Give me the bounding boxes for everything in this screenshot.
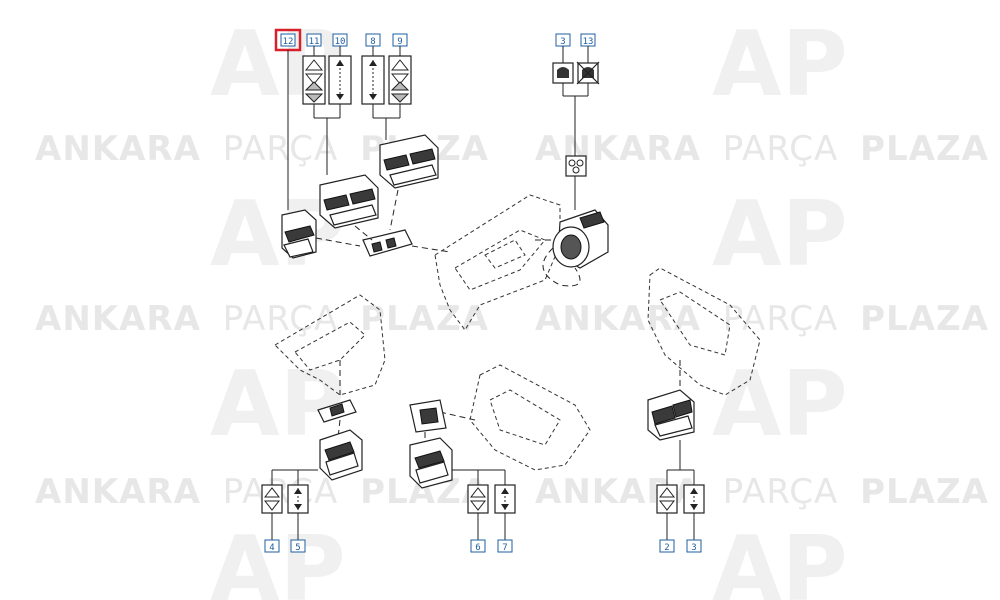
svg-text:12: 12 [283, 37, 294, 47]
svg-text:AP: AP [712, 182, 848, 287]
svg-text:7: 7 [502, 543, 507, 553]
svg-text:11: 11 [309, 37, 320, 47]
window-switch-symbol [656, 484, 705, 514]
svg-text:6: 6 [475, 543, 480, 553]
single-window-switch [319, 429, 363, 481]
watermark-text: ANKARA PARÇA PLAZA [535, 129, 989, 169]
window-switch-symbol [302, 46, 352, 175]
callout-9[interactable]: 9 [392, 33, 408, 47]
double-window-switch [319, 174, 379, 229]
mirror-disabled-icon [576, 61, 600, 85]
callout-3-bottom[interactable]: 3 [686, 539, 702, 553]
window-switch-symbol [467, 484, 516, 514]
watermark-layer: AP AP AP AP AP AP AP AP ANKARA PARÇA PLA… [35, 12, 989, 600]
watermark-text: ANKARA PARÇA PLAZA [535, 299, 989, 339]
svg-text:AP: AP [712, 12, 848, 117]
single-window-switch [281, 209, 317, 259]
svg-text:AP: AP [712, 352, 848, 457]
double-window-switch [379, 134, 439, 189]
svg-text:3: 3 [691, 543, 696, 553]
callout-4[interactable]: 4 [264, 539, 280, 553]
switch-bezel [317, 399, 357, 423]
svg-text:13: 13 [583, 37, 594, 47]
top-left-switch-group: 12 11 10 8 9 [274, 28, 451, 259]
svg-text:9: 9 [397, 37, 402, 47]
mirror-icon [552, 62, 574, 84]
svg-text:8: 8 [370, 37, 375, 47]
mirror-control-knob [552, 209, 609, 269]
mirror-adjust-icon [565, 155, 587, 177]
window-switch-symbol [261, 484, 309, 514]
switch-bezel [409, 399, 447, 433]
window-switch-symbol [361, 46, 412, 140]
callout-13[interactable]: 13 [580, 33, 596, 47]
svg-text:2: 2 [664, 543, 669, 553]
svg-text:AP: AP [712, 517, 848, 600]
svg-text:AP: AP [210, 517, 346, 600]
watermark-text: ANKARA PARÇA PLAZA [35, 299, 489, 339]
callout-8[interactable]: 8 [365, 33, 381, 47]
callout-3[interactable]: 3 [555, 33, 571, 47]
svg-text:10: 10 [335, 37, 346, 47]
callout-11[interactable]: 11 [306, 33, 322, 47]
callout-6[interactable]: 6 [470, 539, 486, 553]
front-right-door-group: 2 3 [647, 267, 761, 553]
svg-text:3: 3 [560, 37, 565, 47]
rear-left-door-group: 4 5 [261, 294, 386, 553]
switch-bezel [362, 229, 413, 257]
double-window-switch [647, 389, 695, 441]
callout-5[interactable]: 5 [290, 539, 306, 553]
single-window-switch [409, 437, 453, 489]
front-door-panel [434, 194, 561, 331]
top-right-mirror-group: 3 13 [542, 33, 609, 287]
callout-10[interactable]: 10 [332, 33, 348, 47]
watermark-text: ANKARA PARÇA PLAZA [535, 472, 989, 512]
rear-right-door-group: 6 7 [409, 364, 591, 553]
svg-text:5: 5 [295, 543, 300, 553]
svg-text:4: 4 [269, 543, 274, 553]
watermark-logo: AP AP AP AP AP AP AP AP [210, 12, 848, 600]
callout-7[interactable]: 7 [497, 539, 513, 553]
callout-2[interactable]: 2 [659, 539, 675, 553]
